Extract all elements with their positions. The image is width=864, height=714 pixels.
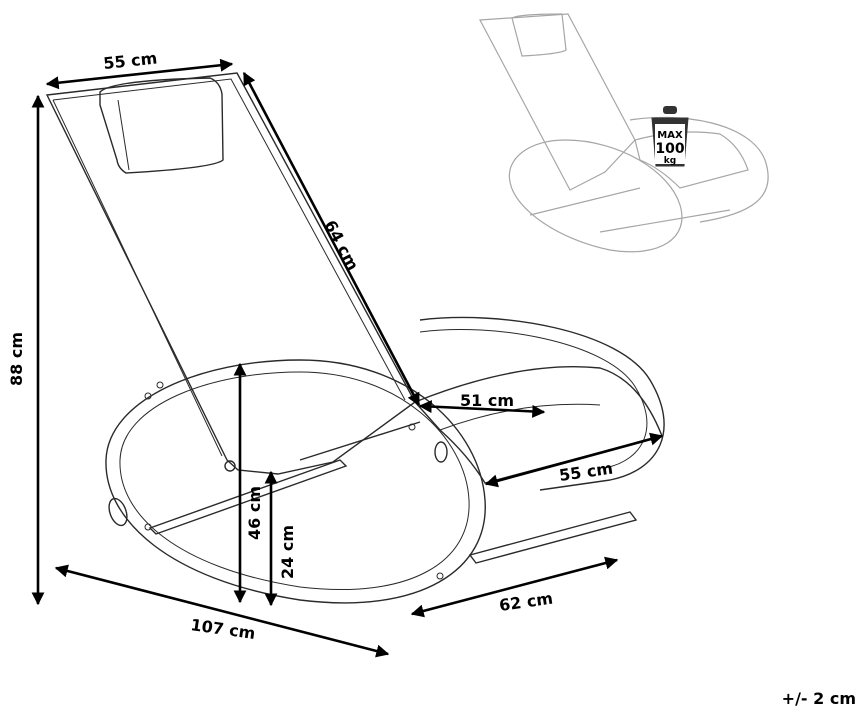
length-arrow bbox=[54, 564, 390, 658]
tolerance-note: +/- 2 cm bbox=[781, 689, 856, 708]
left-foot-cap bbox=[108, 497, 128, 527]
dimension-labels: 55 cm 64 cm 88 cm 46 cm 24 cm 51 cm 55 c… bbox=[7, 48, 614, 643]
weight-icon: MAX 100 kg bbox=[651, 106, 689, 167]
reference-chair: MAX 100 kg bbox=[479, 13, 769, 253]
crossbar-rear bbox=[468, 511, 638, 564]
label-length: 107 cm bbox=[189, 615, 256, 643]
seat-width-arrow bbox=[484, 432, 664, 488]
width-arrow bbox=[410, 556, 619, 618]
badge-unit: kg bbox=[664, 156, 676, 166]
main-chair bbox=[45, 72, 665, 604]
seat-depth-arrow bbox=[418, 400, 546, 418]
label-back-width: 55 cm bbox=[102, 48, 158, 73]
badge-max: MAX bbox=[657, 130, 683, 141]
label-back-length: 64 cm bbox=[320, 217, 362, 274]
seat bbox=[413, 366, 663, 484]
back-length-arrow bbox=[242, 71, 421, 407]
right-rocker-ring bbox=[419, 316, 665, 491]
label-width: 62 cm bbox=[498, 589, 554, 615]
label-total-height: 88 cm bbox=[7, 332, 26, 386]
joint-cap bbox=[434, 441, 448, 463]
label-seat-depth: 51 cm bbox=[460, 391, 514, 410]
label-base-height: 24 cm bbox=[278, 525, 297, 579]
badge-weight: 100 bbox=[655, 141, 684, 157]
label-seat-height: 46 cm bbox=[245, 486, 264, 540]
backrest bbox=[45, 72, 416, 475]
back-width-arrow bbox=[45, 58, 234, 90]
dimension-arrows bbox=[31, 58, 664, 658]
